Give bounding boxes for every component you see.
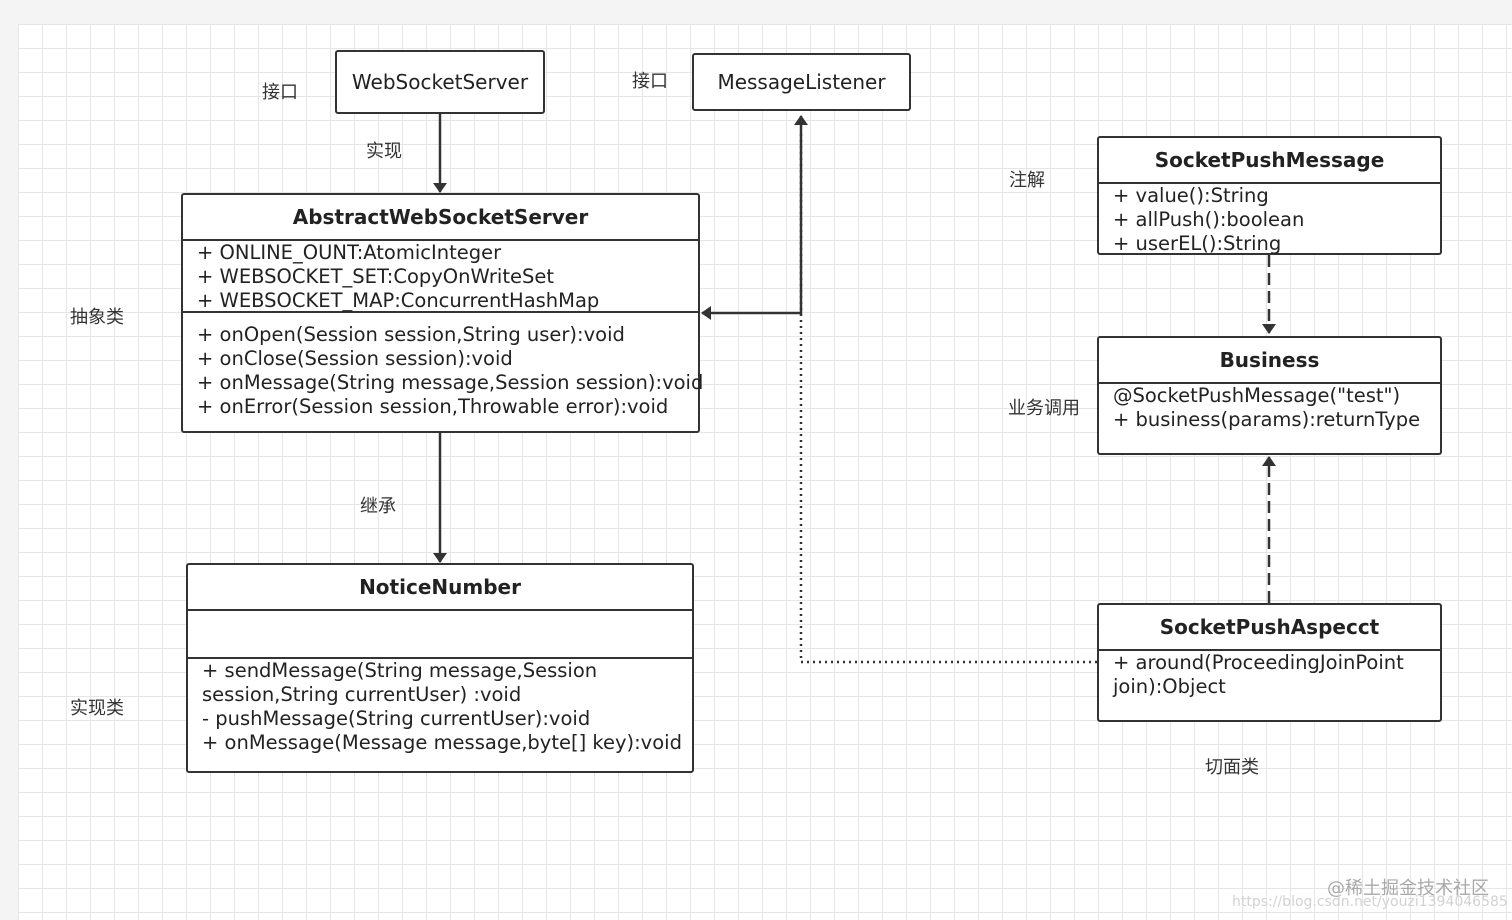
watermark-line2: https://blog.csdn.net/yo​u​zi1394046585 bbox=[1232, 894, 1508, 910]
method-line: + onError(Session session,Throwable erro… bbox=[197, 395, 669, 418]
attribute-line: + WEBSOCKET_SET:CopyOnWriteSet bbox=[197, 265, 554, 288]
business-line: @SocketPushMessage("test") bbox=[1113, 384, 1401, 407]
business-title: Business bbox=[1099, 338, 1440, 384]
label-interface-1: 接口 bbox=[262, 82, 298, 103]
method-line: + onMessage(String message,Session sessi… bbox=[197, 371, 704, 394]
attribute-line: + ONLINE_OUNT:AtomicInteger bbox=[197, 241, 502, 264]
label-annotation: 注解 bbox=[1009, 170, 1045, 191]
notice-number-attributes bbox=[188, 611, 692, 659]
aspect-listener-dotted-line bbox=[799, 130, 1097, 664]
socket-push-message-annotation[interactable]: SocketPushMessage + value():String + all… bbox=[1097, 136, 1442, 255]
label-implements: 实现 bbox=[366, 141, 402, 162]
method-line: + sendMessage(String message,Session ses… bbox=[202, 659, 598, 706]
notice-number-class[interactable]: NoticeNumber + sendMessage(String messag… bbox=[186, 563, 694, 773]
method-line: + onMessage(Message message,byte[] key):… bbox=[202, 731, 682, 754]
method-line: + onOpen(Session session,String user):vo… bbox=[197, 323, 625, 346]
websocketserver-name: WebSocketServer bbox=[351, 70, 529, 94]
abstract-server-attributes: + ONLINE_OUNT:AtomicInteger + WEBSOCKET_… bbox=[183, 241, 698, 313]
business-line: + business(params):returnType bbox=[1113, 408, 1421, 431]
abstract-server-methods: + onOpen(Session session,String user):vo… bbox=[183, 313, 704, 419]
listener-link-arrow bbox=[701, 115, 808, 320]
abstract-server-title: AbstractWebSocketServer bbox=[183, 195, 698, 241]
socket-push-message-title: SocketPushMessage bbox=[1099, 138, 1440, 184]
attribute-line: + WEBSOCKET_MAP:ConcurrentHashMap bbox=[197, 289, 600, 312]
socket-push-aspect-members: + around(ProceedingJoinPoint join):Objec… bbox=[1099, 651, 1440, 699]
label-inherits: 继承 bbox=[360, 496, 396, 517]
label-business-call: 业务调用 bbox=[1008, 398, 1080, 419]
socket-push-aspect-title: SocketPushAspecct bbox=[1099, 605, 1440, 651]
notice-number-methods: + sendMessage(String message,Session ses… bbox=[188, 659, 692, 755]
label-impl-class: 实现类 bbox=[70, 698, 124, 719]
messagelistener-interface-box[interactable]: MessageListener bbox=[692, 53, 911, 111]
method-line: - pushMessage(String currentUser):void bbox=[202, 707, 591, 730]
watermark-line1: @稀土掘金技术社区 bbox=[1327, 878, 1489, 899]
socket-push-message-members: + value():String + allPush():boolean + u… bbox=[1099, 184, 1440, 256]
method-line: + onClose(Session session):void bbox=[197, 347, 513, 370]
label-aspect-class: 切面类 bbox=[1205, 757, 1259, 778]
notice-number-title: NoticeNumber bbox=[188, 565, 692, 611]
label-interface-2: 接口 bbox=[632, 71, 668, 92]
business-class[interactable]: Business @SocketPushMessage("test") + bu… bbox=[1097, 336, 1442, 455]
abstract-websocket-server-class[interactable]: AbstractWebSocketServer + ONLINE_OUNT:At… bbox=[181, 193, 704, 433]
business-members: @SocketPushMessage("test") + business(pa… bbox=[1099, 384, 1440, 432]
socket-push-aspect-class[interactable]: SocketPushAspecct + around(ProceedingJoi… bbox=[1097, 603, 1442, 722]
method-line: + userEL():String bbox=[1113, 232, 1282, 255]
websocketserver-interface-box[interactable]: WebSocketServer bbox=[335, 50, 545, 114]
method-line: + value():String bbox=[1113, 184, 1269, 207]
method-line: + allPush():boolean bbox=[1113, 208, 1305, 231]
messagelistener-name: MessageListener bbox=[717, 70, 886, 94]
method-line: + around(ProceedingJoinPoint join):Objec… bbox=[1113, 651, 1404, 698]
label-abstract-class: 抽象类 bbox=[70, 307, 124, 328]
